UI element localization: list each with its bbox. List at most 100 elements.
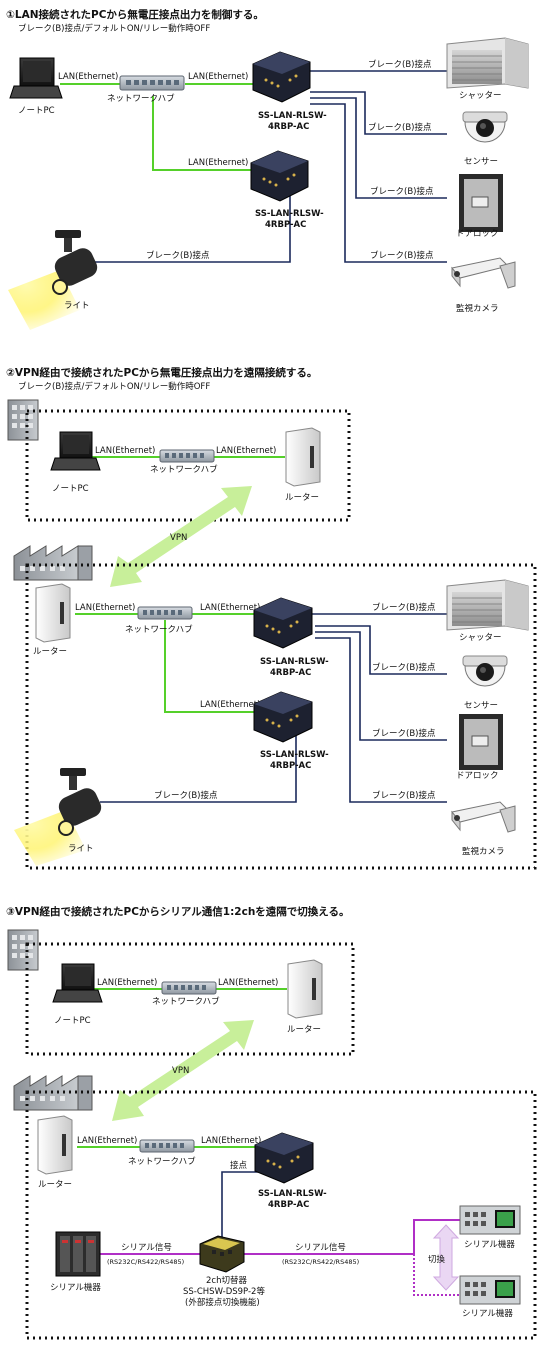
lan-lines-1: [60, 83, 260, 171]
notepc-label: ノートPC: [18, 106, 55, 116]
router-icon: [35, 583, 71, 643]
sensor-label: センサー: [464, 701, 498, 711]
contact-label: 接点: [230, 1160, 248, 1171]
vpn-arrow: [110, 486, 252, 587]
device-label-line2: 4RBP-AC: [270, 761, 311, 771]
hub-label: ネットワークハブ: [150, 464, 218, 475]
doorlock-icon: [459, 714, 503, 770]
lan-label: LAN(Ethernet): [95, 446, 155, 456]
switcher-label-line1: 2ch切替器: [206, 1275, 247, 1286]
break-contact-label: ブレーク(B)接点: [370, 186, 434, 197]
switcher-label-line2: SS-CHSW-DS9P-2等: [183, 1286, 265, 1297]
device-label-line2: 4RBP-AC: [268, 122, 309, 132]
section-2-subtitle: ブレーク(B)接点/デフォルトON/リレー動作時OFF: [18, 381, 210, 392]
hub-icon: [161, 981, 217, 995]
device-label-line1: SS-LAN-RLSW-: [258, 1189, 327, 1199]
device-label-line1: SS-LAN-RLSW-: [255, 209, 324, 219]
switcher-label-line3: (外部接点切換機能): [185, 1297, 260, 1308]
section-1-title: ①LAN接続されたPCから無電圧接点出力を制御する。: [6, 8, 264, 21]
lan-label: LAN(Ethernet): [201, 1136, 261, 1146]
lan-label: LAN(Ethernet): [77, 1136, 137, 1146]
section-1: ①LAN接続されたPCから無電圧接点出力を制御する。 ブレーク(B)接点/デフォ…: [6, 8, 529, 330]
serial-std-label: (RS232C/RS422/RS485): [282, 1258, 359, 1266]
camera-icon: [451, 257, 516, 289]
switch-label: 切換: [428, 1254, 446, 1265]
relay-device-icon: [250, 150, 309, 202]
section-1-subtitle: ブレーク(B)接点/デフォルトON/リレー動作時OFF: [18, 23, 210, 34]
hub-icon: [139, 1139, 195, 1153]
factory-boundary: [25, 1090, 537, 1340]
serial-device-label: シリアル機器: [50, 1282, 101, 1293]
serial-std-label: (RS232C/RS422/RS485): [107, 1258, 184, 1266]
contact-lines-2: [100, 613, 447, 803]
break-contact-label: ブレーク(B)接点: [372, 662, 436, 673]
factory-boundary: [25, 563, 537, 870]
sensor-label: センサー: [464, 157, 498, 167]
hub-icon: [159, 449, 215, 463]
doorlock-label: ドアロック: [456, 229, 499, 239]
laptop-icon: [50, 431, 101, 471]
office-boundary: [25, 942, 355, 1056]
hub-icon: [137, 606, 193, 620]
hub-label: ネットワークハブ: [125, 624, 193, 635]
vpn-label: VPN: [172, 1066, 189, 1076]
section-2-title: ②VPN経由で接続されたPCから無電圧接点出力を遠隔接続する。: [6, 366, 317, 379]
serial-switcher-icon: [199, 1235, 245, 1273]
serial-device-icon: [459, 1205, 521, 1235]
vpn-arrow: [112, 1020, 254, 1121]
sensor-icon: [462, 111, 508, 143]
break-contact-label: ブレーク(B)接点: [370, 250, 434, 261]
device-label-line2: 4RBP-AC: [265, 220, 306, 230]
lan-label: LAN(Ethernet): [216, 446, 276, 456]
break-contact-label: ブレーク(B)接点: [368, 59, 432, 70]
serial-device-icon: [55, 1231, 101, 1277]
break-contact-label: ブレーク(B)接点: [372, 728, 436, 739]
serial-lines: [98, 1219, 460, 1296]
lan-label: LAN(Ethernet): [200, 700, 260, 710]
factory-icon: [13, 545, 93, 581]
break-contact-label: ブレーク(B)接点: [146, 250, 210, 261]
break-contact-label: ブレーク(B)接点: [372, 602, 436, 613]
section-3-title: ③VPN経由で接続されたPCからシリアル通信1:2chを遠隔で切換える。: [6, 905, 350, 918]
light-icon: [14, 768, 102, 866]
doorlock-icon: [459, 174, 503, 232]
serial-signal-label: シリアル信号: [295, 1242, 346, 1253]
serial-device-icon: [459, 1275, 521, 1305]
router-label: ルーター: [285, 493, 319, 503]
camera-label: 監視カメラ: [456, 303, 499, 314]
serial-device-label: シリアル機器: [462, 1308, 513, 1319]
lan-label: LAN(Ethernet): [218, 978, 278, 988]
device-label-line1: SS-LAN-RLSW-: [258, 111, 327, 121]
hub-label: ネットワークハブ: [107, 93, 175, 104]
serial-signal-label: シリアル信号: [121, 1242, 172, 1253]
serial-device-label: シリアル機器: [464, 1239, 515, 1250]
hub-label: ネットワークハブ: [152, 996, 220, 1007]
lan-label: LAN(Ethernet): [188, 72, 248, 82]
switch-arrow-icon: [432, 1224, 460, 1291]
shutter-label: シャッター: [459, 633, 502, 643]
break-contact-label: ブレーク(B)接点: [368, 122, 432, 133]
shutter-label: シャッター: [459, 91, 502, 101]
section-3: ③VPN経由で接続されたPCからシリアル通信1:2chを遠隔で切換える。 LAN…: [6, 905, 537, 1340]
router-icon: [285, 427, 321, 487]
camera-label: 監視カメラ: [462, 846, 505, 857]
section-2: ②VPN経由で接続されたPCから無電圧接点出力を遠隔接続する。 ブレーク(B)接…: [6, 366, 537, 870]
break-contact-label: ブレーク(B)接点: [372, 790, 436, 801]
router-label: ルーター: [33, 647, 67, 657]
lan-label: LAN(Ethernet): [58, 72, 118, 82]
vpn-label: VPN: [170, 533, 187, 543]
lan-label: LAN(Ethernet): [75, 603, 135, 613]
camera-icon: [451, 801, 516, 833]
break-contact-label: ブレーク(B)接点: [154, 790, 218, 801]
lan-label: LAN(Ethernet): [97, 978, 157, 988]
light-label: ライト: [68, 844, 94, 854]
shutter-icon: [446, 579, 529, 631]
device-label-line2: 4RBP-AC: [270, 668, 311, 678]
router-icon: [37, 1115, 73, 1175]
doorlock-label: ドアロック: [456, 771, 499, 781]
device-label-line1: SS-LAN-RLSW-: [260, 750, 329, 760]
lan-label: LAN(Ethernet): [200, 603, 260, 613]
laptop-icon: [9, 57, 63, 99]
shutter-icon: [446, 37, 529, 89]
sensor-icon: [462, 655, 508, 687]
